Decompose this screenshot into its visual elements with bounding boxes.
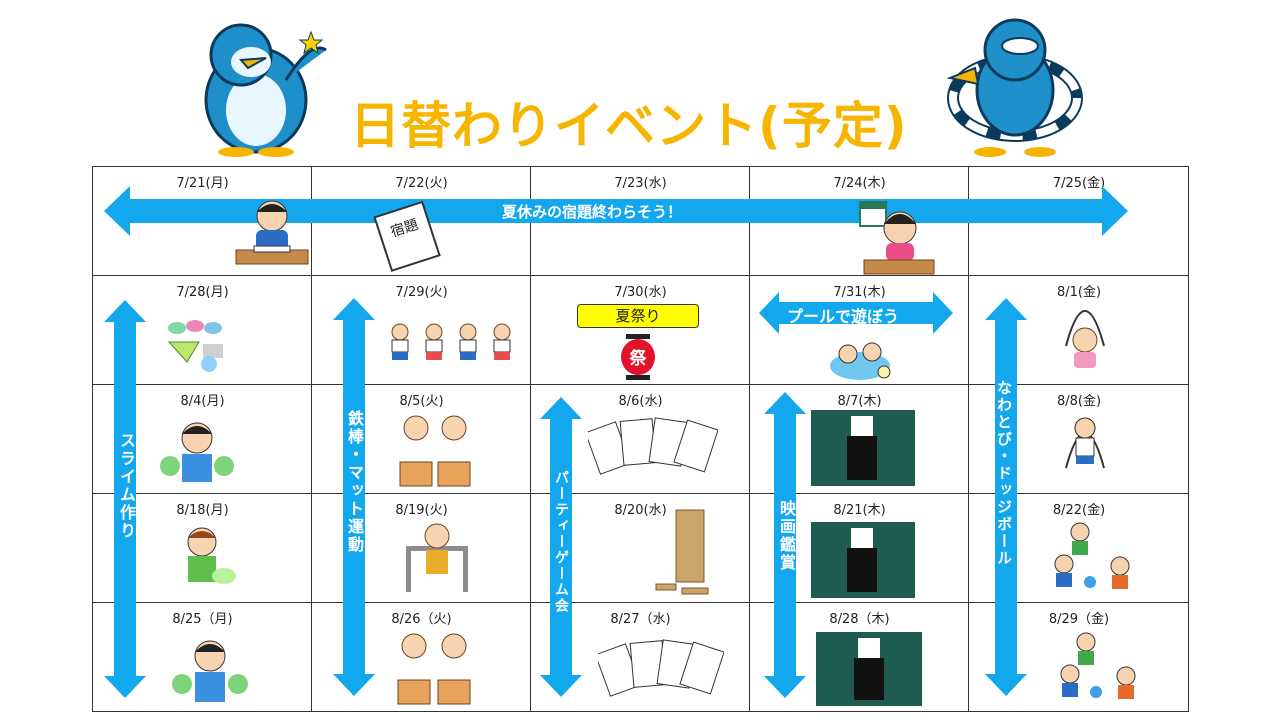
penguin-swimmer-icon bbox=[946, 18, 1083, 157]
date-label: 8/26（火) bbox=[391, 612, 452, 627]
date-label: 8/19(火) bbox=[395, 503, 448, 518]
jump-rope-icon bbox=[1065, 417, 1105, 469]
playing-cards-icon bbox=[598, 639, 724, 697]
homework-label: 夏休みの宿題終わらそう！ bbox=[502, 203, 683, 221]
festival-badge: 夏祭り bbox=[577, 304, 699, 328]
homework-arrow bbox=[104, 186, 1128, 236]
date-label: 7/24(木) bbox=[833, 176, 886, 191]
movie-theater-icon bbox=[811, 522, 915, 598]
movie-theater-icon bbox=[816, 632, 922, 706]
party-label: パーティーゲーム会 bbox=[553, 470, 569, 614]
slime-arrow bbox=[104, 300, 146, 698]
vaulting-box-icon bbox=[399, 415, 471, 487]
calendar-cell: 8/29（金) bbox=[968, 602, 1189, 712]
date-label: 8/29（金) bbox=[1048, 612, 1110, 627]
date-label: 8/28（木) bbox=[829, 612, 890, 627]
dodgeball-arrow bbox=[985, 298, 1027, 696]
date-label: 8/22(金) bbox=[1052, 503, 1106, 518]
dodgeball-kids-icon bbox=[1060, 632, 1136, 699]
calendar-grid: 7/21(月) 7/22(火) 7/23(水) 7/24(木) 7/25(金) 7/28(… bbox=[92, 166, 1189, 712]
date-label: 7/30(水) bbox=[614, 285, 667, 300]
kids-swimming-icon bbox=[830, 342, 891, 380]
slime-kit-icon bbox=[167, 320, 223, 372]
date-label: 8/8(金) bbox=[1056, 394, 1102, 409]
girl-calendar-homework-icon bbox=[859, 201, 935, 275]
date-label: 7/23(水) bbox=[614, 176, 667, 191]
date-label: 7/25(金) bbox=[1052, 176, 1106, 191]
svg-text:祭: 祭 bbox=[629, 348, 648, 369]
homework-book-icon: 宿題 bbox=[373, 200, 441, 272]
party-arrow bbox=[540, 397, 582, 697]
date-label: 8/18(月) bbox=[176, 503, 229, 518]
pool-arrow bbox=[759, 292, 953, 334]
festival-lantern-icon: 祭 bbox=[621, 334, 655, 380]
pool-label: プールで遊ぼう bbox=[787, 307, 900, 326]
child-slime-icon bbox=[160, 422, 234, 482]
page-title: 日替わりイベント(予定) bbox=[350, 97, 908, 155]
date-label: 8/27（水) bbox=[610, 612, 671, 627]
penguin-mascot-icon bbox=[204, 23, 327, 157]
dodgeball-kids-icon bbox=[1054, 522, 1130, 589]
dodgeball-label: なわとび・ドッジボール bbox=[995, 380, 1013, 567]
child-studying-icon bbox=[235, 200, 309, 265]
date-label: 8/1(金) bbox=[1056, 285, 1102, 300]
date-label: 7/21(月) bbox=[176, 176, 229, 191]
date-label: 7/29(火) bbox=[395, 285, 448, 300]
date-label: 7/28(月) bbox=[176, 285, 229, 300]
jump-rope-icon bbox=[1065, 310, 1105, 368]
horizontal-bar-icon bbox=[406, 523, 468, 592]
date-label: 8/7(木) bbox=[837, 394, 882, 409]
gym-arrow bbox=[333, 298, 375, 696]
date-label: 8/5(火) bbox=[399, 394, 444, 409]
vaulting-box-icon bbox=[397, 633, 471, 705]
date-label: 7/31(木) bbox=[833, 285, 886, 300]
movie-theater-icon bbox=[811, 410, 915, 486]
date-label: 8/21(木) bbox=[833, 503, 886, 518]
playing-cards-icon bbox=[588, 417, 718, 475]
date-label: 8/4(月) bbox=[180, 394, 225, 409]
date-label: 7/22(火) bbox=[395, 176, 448, 191]
date-label: 8/20(水) bbox=[614, 503, 667, 518]
movie-label: 映画鑑賞 bbox=[777, 500, 796, 572]
running-kids-icon bbox=[391, 323, 511, 360]
child-slime-icon bbox=[172, 640, 248, 702]
slime-label: スライム作り bbox=[117, 432, 136, 540]
jenga-tower-icon bbox=[655, 509, 709, 595]
date-label: 8/6(水) bbox=[618, 394, 663, 409]
gym-label: 鉄棒・マット運動 bbox=[345, 410, 364, 554]
date-label: 8/25（月) bbox=[172, 612, 233, 627]
child-slime-icon bbox=[187, 527, 236, 584]
movie-arrow bbox=[764, 392, 806, 698]
